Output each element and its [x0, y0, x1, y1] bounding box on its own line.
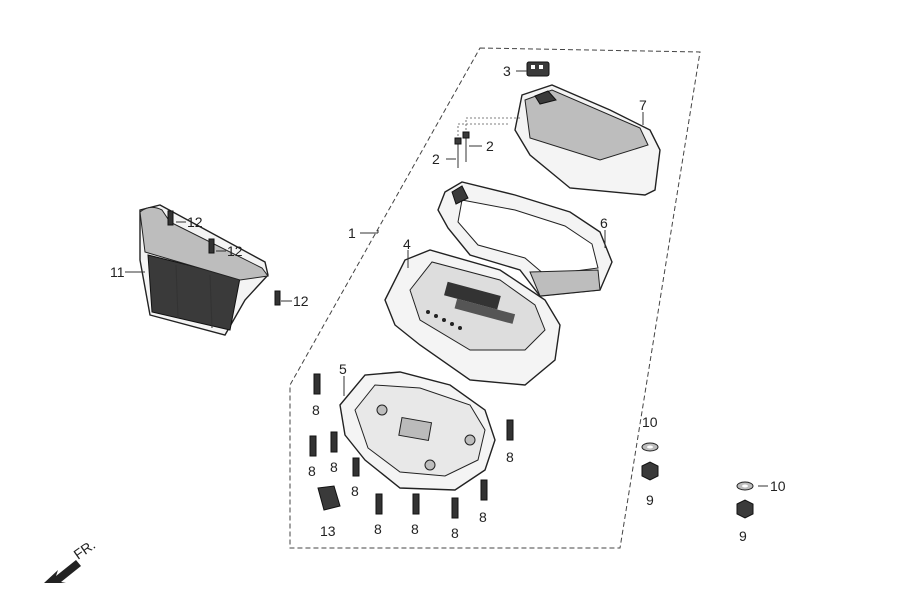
label-part-9: 9 [646, 492, 654, 508]
label-part-12: 12 [293, 293, 309, 309]
label-part-2a: 2 [432, 151, 440, 167]
label-part-2b: 2 [486, 138, 494, 154]
leader-lines [125, 70, 768, 487]
label-part-8: 8 [374, 521, 382, 537]
label-part-5: 5 [339, 361, 347, 377]
label-part-8: 8 [312, 402, 320, 418]
label-part-8: 8 [308, 463, 316, 479]
label-part-8: 8 [451, 525, 459, 541]
label-part-7: 7 [639, 97, 647, 113]
label-part-8: 8 [506, 449, 514, 465]
meter-top-cover-part [514, 84, 661, 196]
forward-arrow-icon [44, 560, 81, 583]
rubber-block-part [317, 485, 341, 511]
nut-washer-parts [641, 442, 754, 519]
label-part-8: 8 [479, 509, 487, 525]
label-part-3: 3 [503, 63, 511, 79]
rubber-mount-part [526, 61, 550, 77]
meter-board-part [384, 249, 561, 386]
label-part-12: 12 [187, 214, 203, 230]
label-part-11: 11 [110, 264, 125, 280]
screw-2-parts [454, 117, 522, 168]
forward-label: FR. [71, 536, 99, 562]
screw-8-parts [309, 373, 514, 519]
label-part-6: 6 [600, 215, 608, 231]
meter-lower-case-part [339, 371, 496, 491]
meter-bezel-part [437, 181, 613, 297]
label-part-10: 10 [642, 414, 658, 430]
label-part-12: 12 [227, 243, 243, 259]
label-part-9: 9 [739, 528, 747, 544]
label-part-4: 4 [403, 236, 411, 252]
headlight-cover-part [139, 204, 269, 336]
label-part-8: 8 [330, 459, 338, 475]
label-part-8: 8 [411, 521, 419, 537]
screw-12-parts [167, 210, 281, 306]
label-part-1: 1 [348, 225, 356, 241]
label-part-10: 10 [770, 478, 786, 494]
label-part-8: 8 [351, 483, 359, 499]
label-part-13: 13 [320, 523, 336, 539]
